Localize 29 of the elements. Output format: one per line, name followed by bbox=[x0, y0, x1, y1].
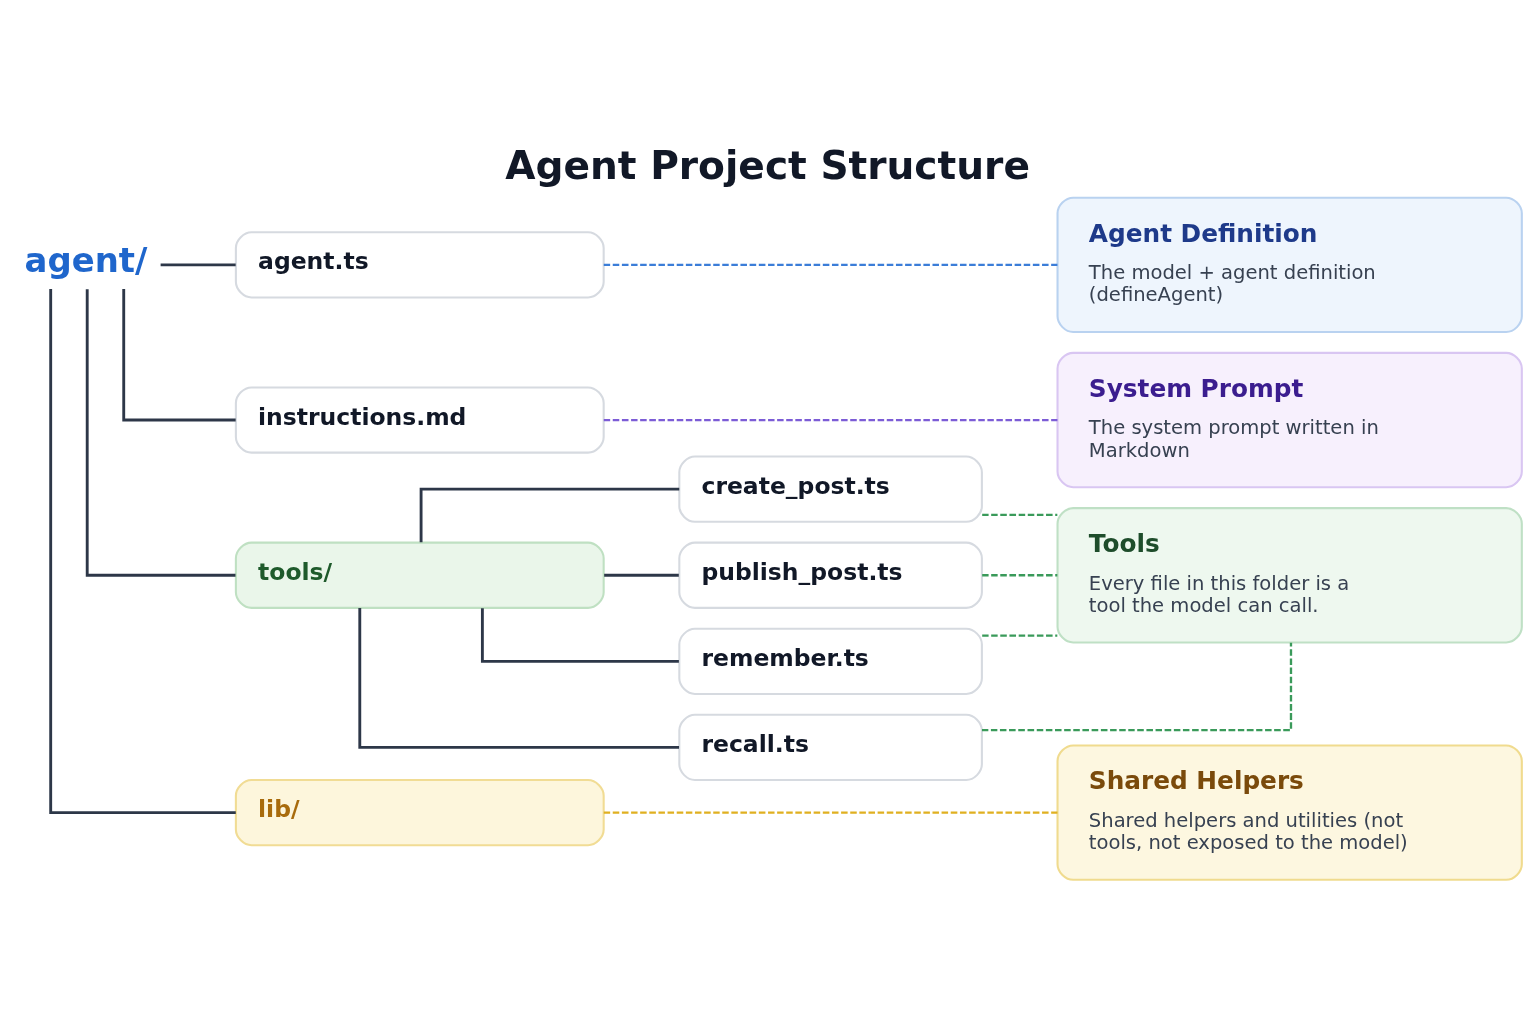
node-box: Shared Helpers Shared helpers and utilities (not tools, not exposed to the model) bbox=[1056, 744, 1523, 881]
node-box: remember.ts bbox=[678, 627, 983, 695]
node-text: agent/ bbox=[24, 240, 148, 280]
connector bbox=[419, 487, 680, 543]
node-box: lib/ bbox=[234, 778, 605, 847]
connector bbox=[603, 811, 1058, 814]
connector bbox=[122, 289, 236, 422]
node-box: create_post.ts bbox=[678, 455, 983, 523]
connector bbox=[982, 642, 1293, 732]
connector bbox=[603, 418, 1058, 422]
node-box: System Prompt The system prompt written in Markdown bbox=[1056, 351, 1523, 489]
connector bbox=[85, 289, 236, 577]
node-box: Agent Definition The model + agent definition (defineAgent) bbox=[1056, 196, 1523, 334]
diagram-title: Agent Project Structure bbox=[505, 143, 1030, 189]
node-box: tools/ bbox=[234, 541, 605, 609]
connector bbox=[604, 573, 679, 577]
connector bbox=[49, 289, 236, 815]
connector bbox=[160, 263, 236, 267]
connector bbox=[480, 608, 679, 663]
node-box: Tools Every file in this folder is a tool the model can call. bbox=[1056, 507, 1523, 644]
connector bbox=[358, 608, 680, 749]
connector bbox=[982, 634, 1058, 637]
connector bbox=[982, 513, 1058, 517]
node-box: agent.ts bbox=[234, 231, 605, 299]
connector bbox=[603, 263, 1058, 267]
node-box: instructions.md bbox=[234, 386, 605, 454]
node-box: recall.ts bbox=[678, 713, 983, 782]
node-box: publish_post.ts bbox=[678, 541, 983, 609]
connector bbox=[982, 574, 1058, 577]
